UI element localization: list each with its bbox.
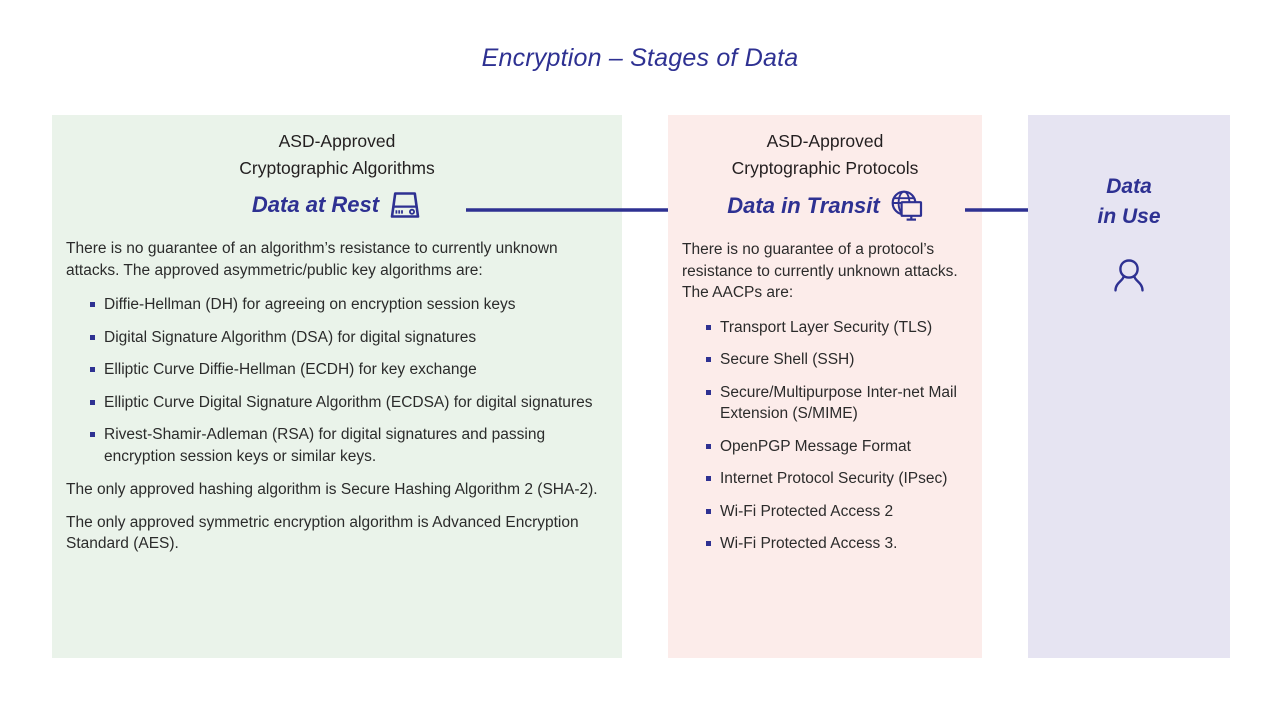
list-item: Elliptic Curve Digital Signature Algorit… <box>66 392 608 414</box>
bullet-square-icon <box>706 389 711 395</box>
panel-data-at-rest: ASD-Approved Cryptographic Algorithms Da… <box>52 115 622 658</box>
bullet-square-icon <box>706 357 711 362</box>
bullet-square-icon <box>706 541 711 546</box>
panel-body-protocols: There is no guarantee of a protocol’s re… <box>668 239 982 555</box>
panel-heading-line-1: ASD-Approved <box>278 131 396 151</box>
list-item: Diffie-Hellman (DH) for agreeing on encr… <box>66 294 608 316</box>
list-item-label: OpenPGP Message Format <box>720 437 911 455</box>
bullet-square-icon <box>90 334 95 340</box>
stage-row-data-at-rest: Data at Rest <box>52 189 622 221</box>
list-item: Secure/Multipurpose Inter-net Mail Exten… <box>682 382 968 425</box>
list-item: Wi-Fi Protected Access 2 <box>682 501 968 523</box>
list-item: Internet Protocol Security (IPsec) <box>682 468 968 490</box>
panel-body-algorithms: There is no guarantee of an algorithm’s … <box>52 238 622 555</box>
list-item: Elliptic Curve Diffie-Hellman (ECDH) for… <box>66 359 608 381</box>
stage-label-data-at-rest: Data at Rest <box>251 192 380 217</box>
panel-data-in-use: Data in Use <box>1028 115 1230 658</box>
algorithms-bullet-list: Diffie-Hellman (DH) for agreeing on encr… <box>66 294 608 467</box>
stage-row-data-in-transit: Data in Transit <box>668 189 982 222</box>
list-item-label: Wi-Fi Protected Access 2 <box>720 502 894 520</box>
list-item: Wi-Fi Protected Access 3. <box>682 533 968 555</box>
globe-monitor-icon <box>889 189 923 222</box>
panel-heading-line-2: Cryptographic Algorithms <box>239 158 435 178</box>
list-item-label: Secure/Multipurpose Inter-net Mail Exten… <box>720 383 957 423</box>
algorithms-closing-2: The only approved symmetric encryption a… <box>66 513 579 553</box>
list-item: Secure Shell (SSH) <box>682 349 968 371</box>
list-item-label: Secure Shell (SSH) <box>720 351 855 368</box>
panel-heading-line-1: ASD-Approved <box>766 131 884 151</box>
bullet-square-icon <box>90 399 95 405</box>
person-icon <box>1028 256 1230 296</box>
bullet-square-icon <box>706 324 711 330</box>
bullet-square-icon <box>706 476 711 481</box>
list-item: OpenPGP Message Format <box>682 436 968 458</box>
list-item: Digital Signature Algorithm (DSA) for di… <box>66 327 608 349</box>
stage-label-data-in-use-line-2: in Use <box>1097 205 1161 228</box>
list-item-label: Elliptic Curve Diffie-Hellman (ECDH) for… <box>104 361 477 378</box>
bullet-square-icon <box>90 302 95 307</box>
panel-data-in-transit: ASD-Approved Cryptographic Protocols Dat… <box>668 115 982 658</box>
list-item: Transport Layer Security (TLS) <box>682 317 968 339</box>
panel-body-in-use: Data in Use <box>1028 115 1230 296</box>
algorithms-closing-1: The only approved hashing algorithm is S… <box>66 481 598 498</box>
protocols-intro: There is no guarantee of a protocol’s re… <box>682 241 958 301</box>
stage-label-data-in-use-line-1: Data <box>1106 175 1152 198</box>
panel-heading-algorithms: ASD-Approved Cryptographic Algorithms <box>52 115 622 182</box>
algorithms-intro: There is no guarantee of an algorithm’s … <box>66 240 558 279</box>
bullet-square-icon <box>90 367 95 372</box>
panel-heading-protocols: ASD-Approved Cryptographic Protocols <box>668 115 982 182</box>
panel-heading-line-2: Cryptographic Protocols <box>731 158 919 178</box>
hard-drive-icon <box>388 189 422 221</box>
protocols-bullet-list: Transport Layer Security (TLS) Secure Sh… <box>682 317 968 555</box>
bullet-square-icon <box>90 432 95 437</box>
bullet-square-icon <box>706 508 711 514</box>
bullet-square-icon <box>706 443 711 449</box>
list-item-label: Internet Protocol Security (IPsec) <box>720 470 948 487</box>
page-title: Encryption – Stages of Data <box>481 44 799 72</box>
list-item-label: Wi-Fi Protected Access 3. <box>720 535 898 552</box>
stage-label-data-in-transit: Data in Transit <box>727 192 880 218</box>
list-item-label: Elliptic Curve Digital Signature Algorit… <box>104 393 593 411</box>
list-item-label: Diffie-Hellman (DH) for agreeing on encr… <box>104 296 516 313</box>
list-item: Rivest-Shamir-Adleman (RSA) for digital … <box>66 424 608 467</box>
list-item-label: Digital Signature Algorithm (DSA) for di… <box>104 328 477 346</box>
list-item-label: Rivest-Shamir-Adleman (RSA) for digital … <box>104 426 546 465</box>
list-item-label: Transport Layer Security (TLS) <box>720 318 933 336</box>
